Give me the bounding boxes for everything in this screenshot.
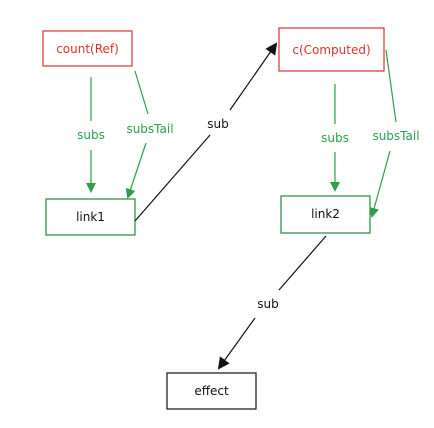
node-c-computed-label: c(Computed)	[292, 43, 370, 57]
node-effect-label: effect	[194, 384, 229, 398]
node-link2-label: link2	[311, 207, 340, 221]
edge-c-subs-tail-label: subsTail	[372, 129, 419, 143]
edge-link1-sub-label: sub	[207, 117, 228, 131]
edge-count-subs-tail-label: subsTail	[126, 122, 173, 136]
edge-count-subs-tail-line-bottom	[125, 142, 147, 199]
edge-count-subs-tail-line-top	[134, 70, 149, 115]
edge-link2-sub-line-upper	[278, 235, 327, 291]
edge-c-subs-tail-line-bottom	[369, 150, 391, 218]
node-count-ref: count(Ref)	[42, 30, 133, 67]
node-link1: link1	[45, 198, 136, 236]
edge-c-subs-tail-line-top	[385, 49, 397, 123]
edge-c-subs-label: subs	[321, 131, 349, 145]
node-effect: effect	[166, 372, 257, 410]
node-count-ref-label: count(Ref)	[56, 42, 119, 56]
edge-link2-sub-line-lower	[217, 317, 256, 370]
edge-link1-sub-line-upper	[229, 42, 278, 111]
edge-count-subs-label: subs	[77, 128, 105, 142]
edge-count-subs-tail: subsTail	[125, 70, 174, 199]
edge-c-subs-tail: subsTail	[369, 49, 420, 218]
edge-c-subs: subs	[321, 84, 349, 192]
edge-link1-sub: sub	[134, 42, 278, 222]
edge-link2-sub: sub	[217, 235, 327, 370]
edge-link1-sub-line-lower	[134, 134, 211, 222]
node-link2: link2	[280, 195, 371, 234]
edge-count-subs: subs	[77, 77, 105, 193]
edge-link2-sub-label: sub	[257, 297, 278, 311]
node-c-computed: c(Computed)	[278, 27, 385, 72]
node-link1-label: link1	[76, 210, 105, 224]
